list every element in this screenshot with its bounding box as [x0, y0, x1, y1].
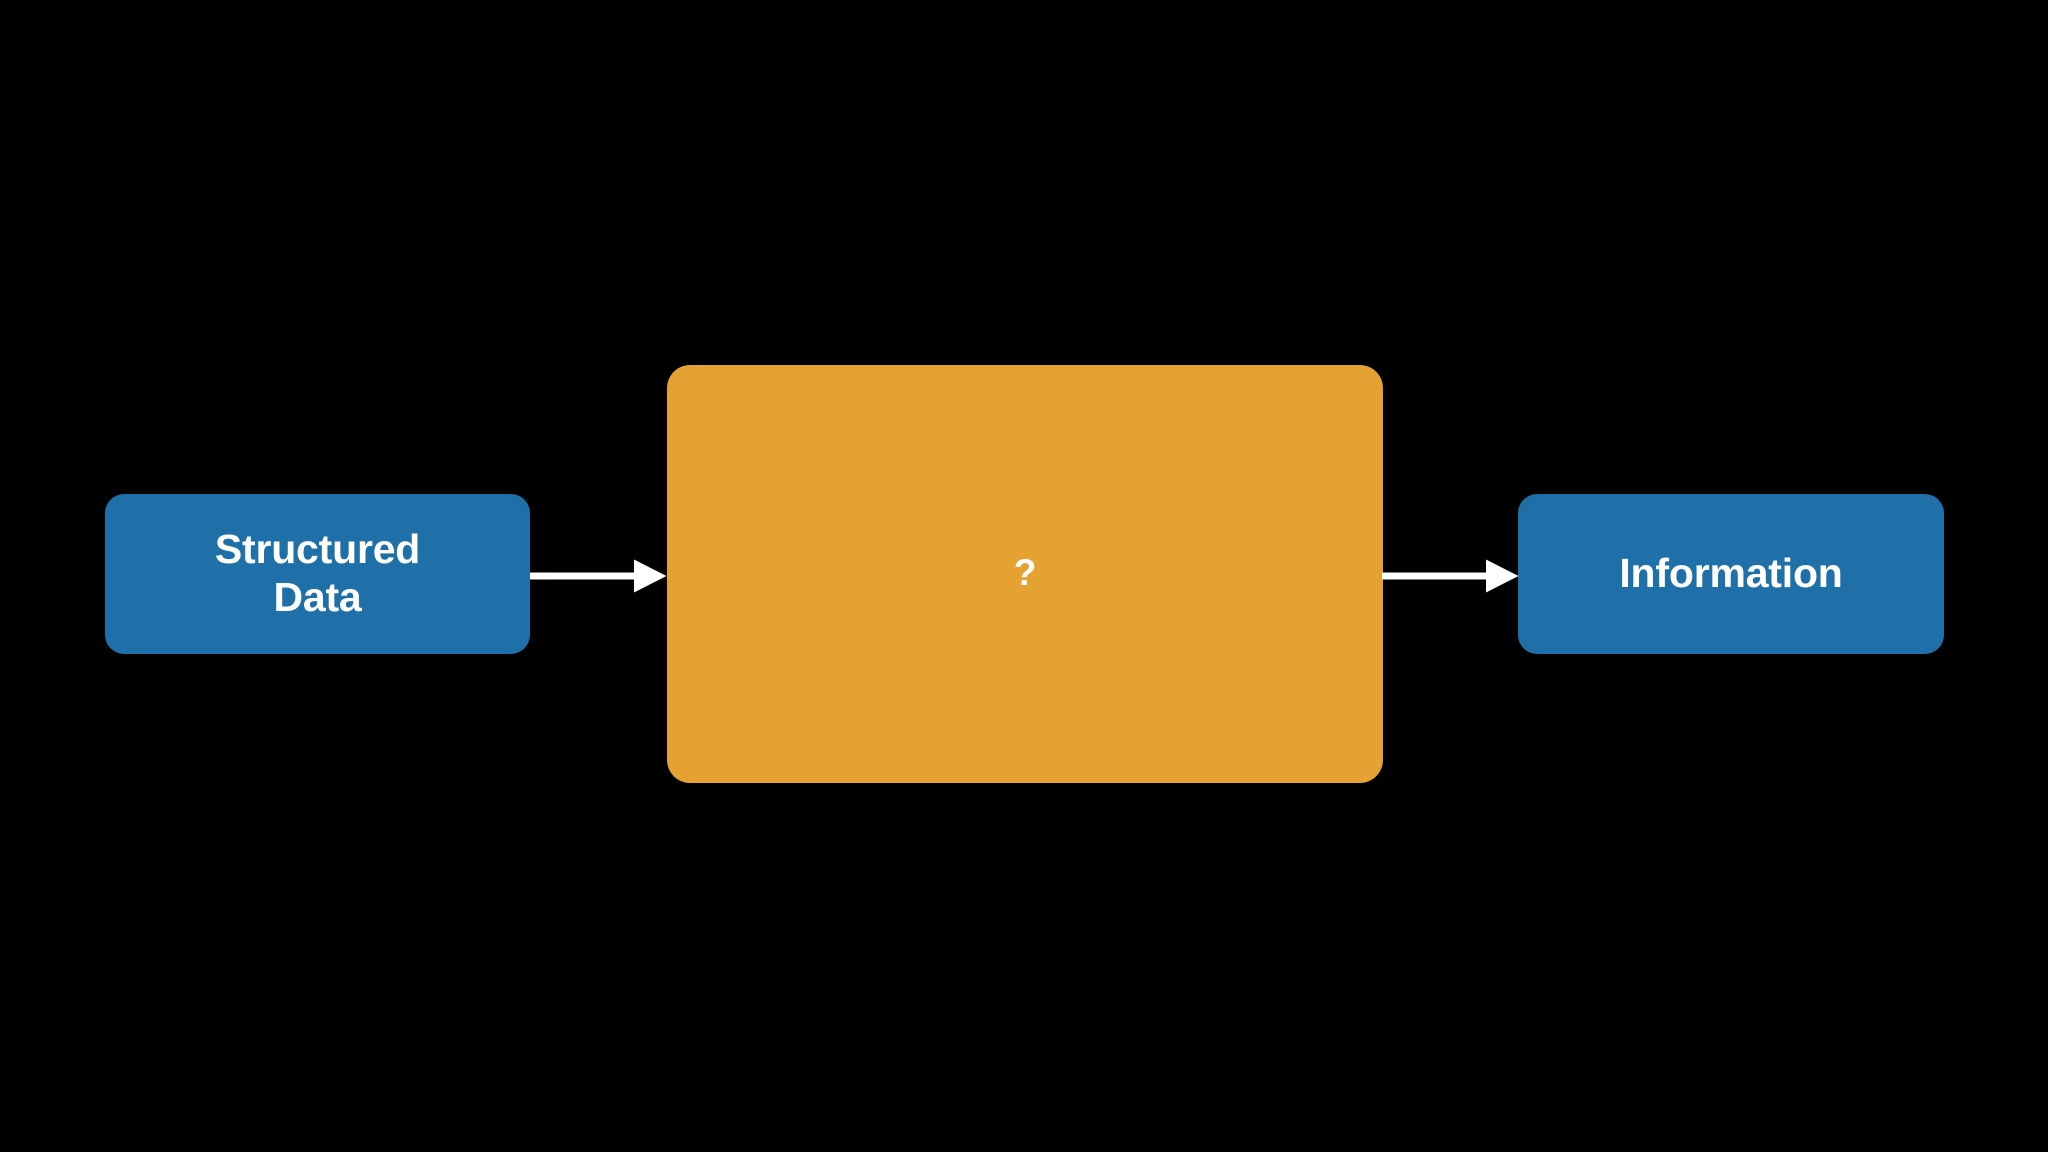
arrow-right-icon: [530, 559, 667, 593]
arrow-process-to-information: [1382, 559, 1519, 593]
arrow-structured-data-to-process: [530, 559, 667, 593]
node-structured-data[interactable]: Structured Data: [105, 494, 530, 654]
arrow-right-icon: [1382, 559, 1519, 593]
node-unknown-process[interactable]: ?: [667, 365, 1383, 783]
question-mark-icon: ?: [1013, 551, 1037, 593]
node-information-label: Information: [1619, 550, 1843, 597]
node-structured-data-label: Structured Data: [214, 526, 421, 620]
node-information[interactable]: Information: [1518, 494, 1944, 654]
